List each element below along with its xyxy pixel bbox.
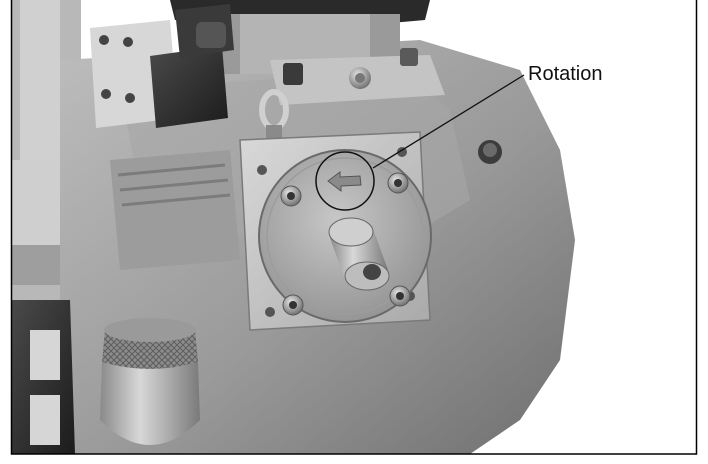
figure-border	[10, 0, 698, 455]
callout-leader	[372, 74, 525, 169]
shaft-coupling	[328, 217, 390, 291]
arrow-left-icon	[327, 171, 362, 193]
flange-bolts	[280, 172, 411, 316]
callout-label: Rotation	[528, 63, 603, 85]
solenoid-coil	[150, 46, 228, 128]
callout-circle	[315, 151, 375, 211]
